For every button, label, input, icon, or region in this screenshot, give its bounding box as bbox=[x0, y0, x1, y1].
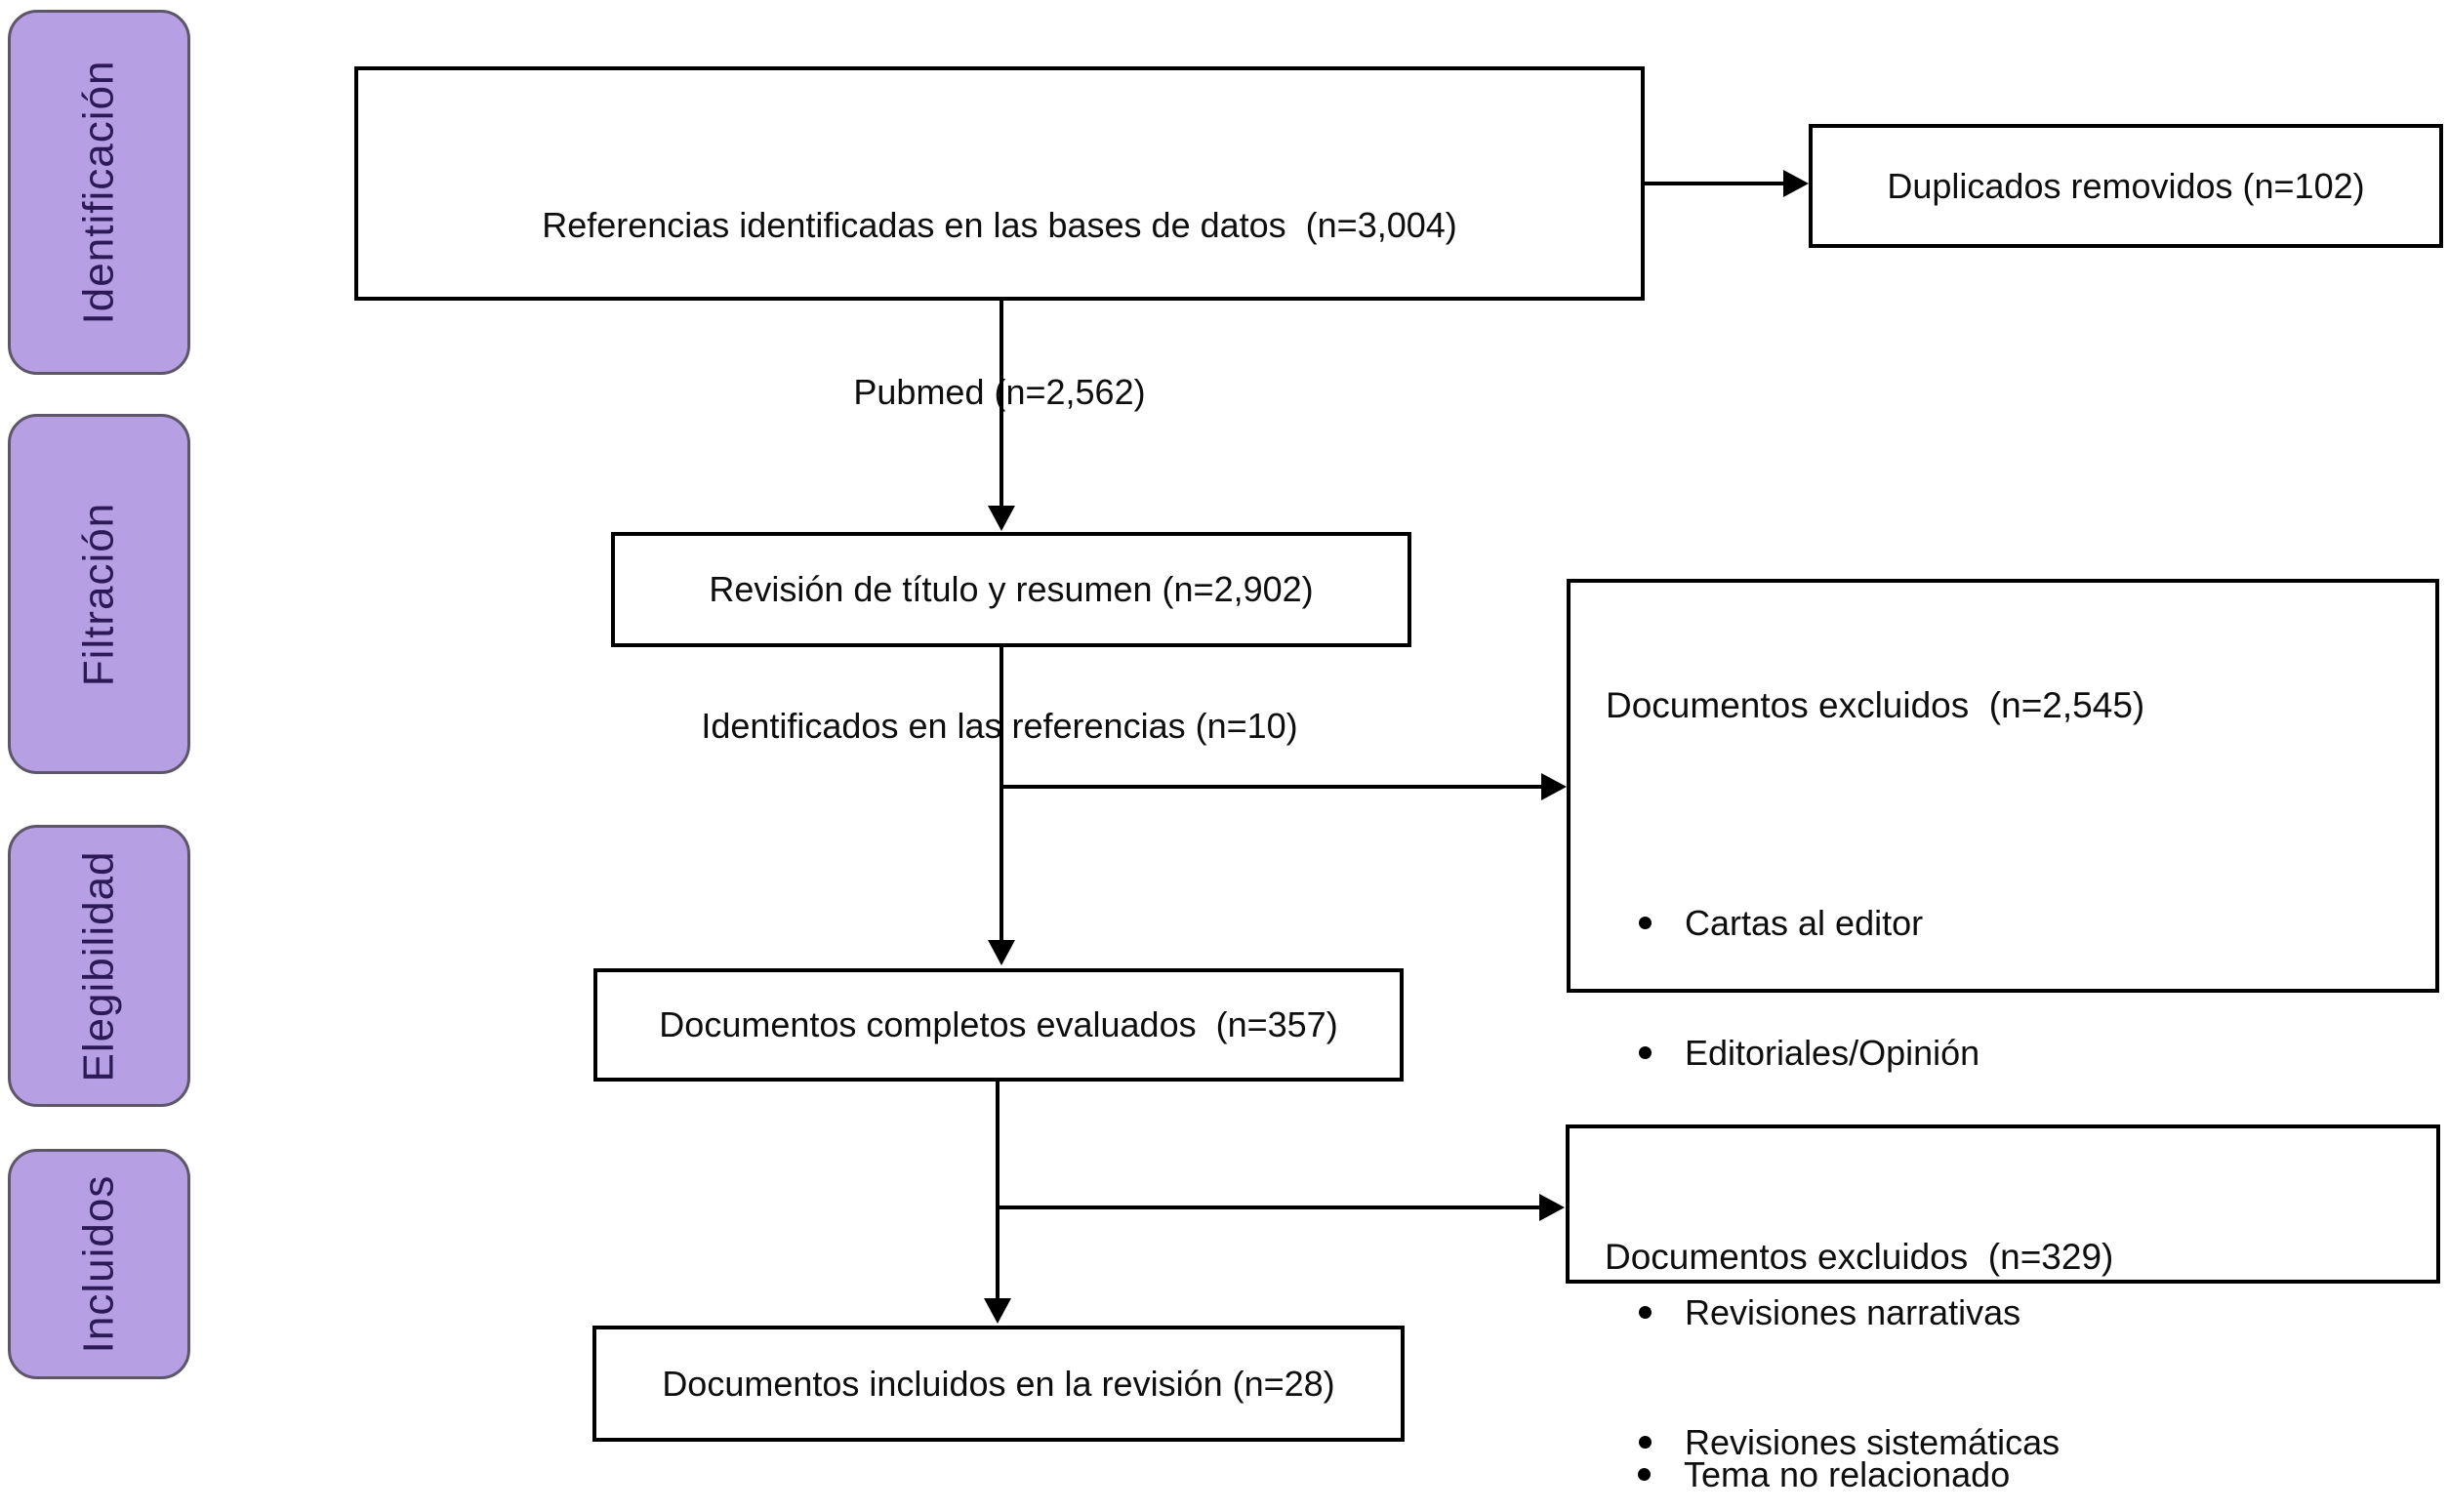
excluded-item: Revisiones narrativas bbox=[1639, 1288, 2420, 1336]
excluded-item: Cartas al editor bbox=[1639, 899, 2420, 947]
references-pubmed-line: Pubmed (n=2,562) bbox=[853, 372, 1146, 412]
bullet-icon bbox=[1639, 1436, 1652, 1449]
excluded-item: Revisiones sistemáticas bbox=[1639, 1418, 2420, 1466]
box-duplicates-removed: Duplicados removidos (n=102) bbox=[1809, 124, 2443, 248]
stage-filtracion-label: Filtración bbox=[74, 502, 123, 686]
stage-incluidos: Incluidos bbox=[8, 1149, 190, 1379]
stage-filtracion: Filtración bbox=[8, 414, 190, 774]
arrowhead-down-icon bbox=[984, 1298, 1011, 1324]
included-in-review-label: Documentos incluidos en la revisión (n=2… bbox=[662, 1363, 1335, 1404]
box-references-identified: Referencias identificadas en las bases d… bbox=[354, 66, 1645, 746]
arrowhead-right-icon bbox=[1541, 773, 1567, 800]
box-excluded-screening: Documentos excluidos (n=2,545) Cartas al… bbox=[1567, 579, 2439, 1462]
arrowhead-right-icon bbox=[1539, 1194, 1565, 1221]
duplicates-removed-label: Duplicados removidos (n=102) bbox=[1887, 165, 2365, 206]
stage-identificacion-label: Identificación bbox=[74, 60, 123, 325]
connector-fulltext-to-included bbox=[996, 1082, 1000, 1300]
bullet-icon bbox=[1639, 917, 1652, 929]
full-text-assessed-label: Documentos completos evaluados (n=357) bbox=[659, 1004, 1338, 1044]
arrowhead-right-icon bbox=[1783, 170, 1809, 197]
connector-identification-to-duplicates bbox=[1645, 182, 1787, 185]
arrowhead-down-icon bbox=[988, 940, 1015, 965]
excluded-full-text-list: Tema no relacionado bbox=[1605, 1369, 2421, 1512]
title-abstract-review-label: Revisión de título y resumen (n=2,902) bbox=[709, 569, 1314, 609]
stage-identificacion: Identificación bbox=[8, 10, 190, 375]
bullet-icon bbox=[1639, 1046, 1652, 1059]
stage-elegibilidad-label: Elegibilidad bbox=[74, 849, 123, 1083]
box-full-text-assessed: Documentos completos evaluados (n=357) bbox=[593, 968, 1404, 1082]
excluded-item: Tema no relacionado bbox=[1638, 1451, 2421, 1498]
bullet-icon bbox=[1638, 1468, 1651, 1481]
stage-incluidos-label: Incluidos bbox=[74, 1174, 123, 1354]
connector-screening-to-fulltext bbox=[1000, 646, 1003, 942]
connector-identification-to-screening bbox=[1000, 301, 1003, 508]
bullet-icon bbox=[1639, 1306, 1652, 1319]
arrowhead-down-icon bbox=[988, 506, 1015, 531]
references-manual-line: Identificados en las referencias (n=10) bbox=[701, 706, 1298, 746]
excluded-screening-title: Documentos excluidos (n=2,545) bbox=[1606, 685, 2145, 725]
excluded-item: Editoriales/Opinión bbox=[1639, 1029, 2420, 1077]
box-included-in-review: Documentos incluidos en la revisión (n=2… bbox=[592, 1326, 1405, 1442]
stage-elegibilidad: Elegibilidad bbox=[8, 825, 190, 1107]
references-identified-line: Referencias identificadas en las bases d… bbox=[542, 205, 1457, 245]
connector-branch-to-excluded-fulltext bbox=[996, 1206, 1540, 1209]
box-title-abstract-review: Revisión de título y resumen (n=2,902) bbox=[611, 532, 1411, 647]
connector-branch-to-excluded-screening bbox=[1000, 785, 1542, 789]
box-excluded-full-text: Documentos excluidos (n=329) Tema no rel… bbox=[1566, 1124, 2440, 1494]
excluded-full-text-title: Documentos excluidos (n=329) bbox=[1605, 1237, 2114, 1277]
